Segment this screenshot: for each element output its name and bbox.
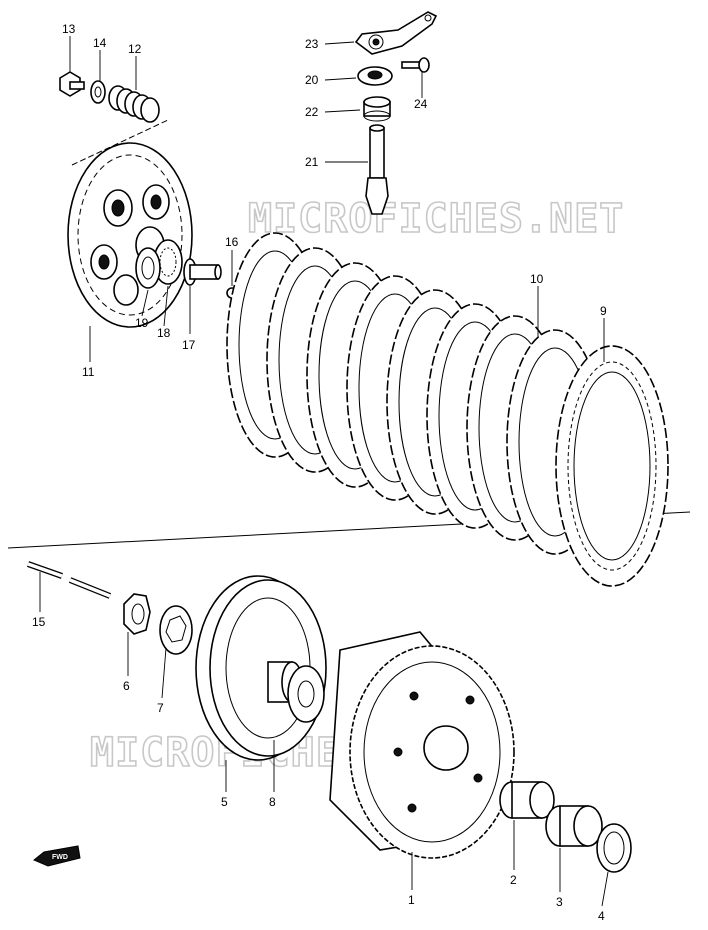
spring-12 (108, 85, 160, 123)
washer-19 (135, 247, 161, 289)
bolt-13 (59, 71, 85, 97)
callout-7: 7 (157, 701, 164, 715)
callout-24: 24 (414, 97, 428, 111)
pressure-plate-11 (67, 142, 193, 328)
callout-3: 3 (556, 895, 563, 909)
callout-4: 4 (598, 909, 605, 923)
needle-bearing-2 (499, 781, 555, 819)
thrust-washer-8 (287, 665, 325, 723)
release-arm-23 (354, 11, 438, 55)
callout-23: 23 (305, 37, 319, 51)
callout-17: 17 (182, 338, 196, 352)
fwd-badge-text: FWD (52, 854, 68, 861)
clutch-plate-stack (226, 232, 669, 587)
callout-12: 12 (128, 42, 142, 56)
leader-lines (39, 36, 609, 907)
fwd-direction-badge: FWD (33, 845, 81, 867)
callout-10: 10 (530, 272, 544, 286)
callout-1: 1 (408, 893, 415, 907)
primary-driven-gear-housing-1 (329, 631, 515, 859)
callout-9: 9 (600, 304, 607, 318)
callout-8: 8 (269, 795, 276, 809)
callout-5: 5 (221, 795, 228, 809)
callout-22: 22 (305, 105, 319, 119)
callout-11: 11 (82, 365, 95, 379)
callout-2: 2 (510, 873, 517, 887)
callout-18: 18 (157, 326, 171, 340)
thrust-washer-4 (596, 823, 632, 873)
push-piece-17 (183, 258, 222, 286)
screw-24 (401, 57, 430, 73)
callout-13: 13 (62, 22, 76, 36)
callout-6: 6 (123, 679, 130, 693)
spacer-3 (545, 805, 603, 847)
callout-16: 16 (225, 235, 239, 249)
pushrod-15 (27, 561, 112, 599)
washer-14 (90, 80, 106, 104)
release-shaft-21 (365, 124, 389, 215)
callout-21: 21 (305, 155, 319, 169)
callout-labels: 13 14 12 23 20 24 22 21 16 19 18 17 11 1… (32, 22, 607, 923)
bearing-22 (363, 96, 391, 122)
oil-seal-20 (357, 66, 393, 86)
callout-20: 20 (305, 73, 319, 87)
watermark-top: MICROFICHES.NET (248, 196, 624, 242)
lock-washer-7 (159, 605, 193, 655)
nut-6 (123, 593, 151, 635)
callout-15: 15 (32, 615, 46, 629)
callout-19: 19 (135, 316, 149, 330)
callout-14: 14 (93, 36, 107, 50)
